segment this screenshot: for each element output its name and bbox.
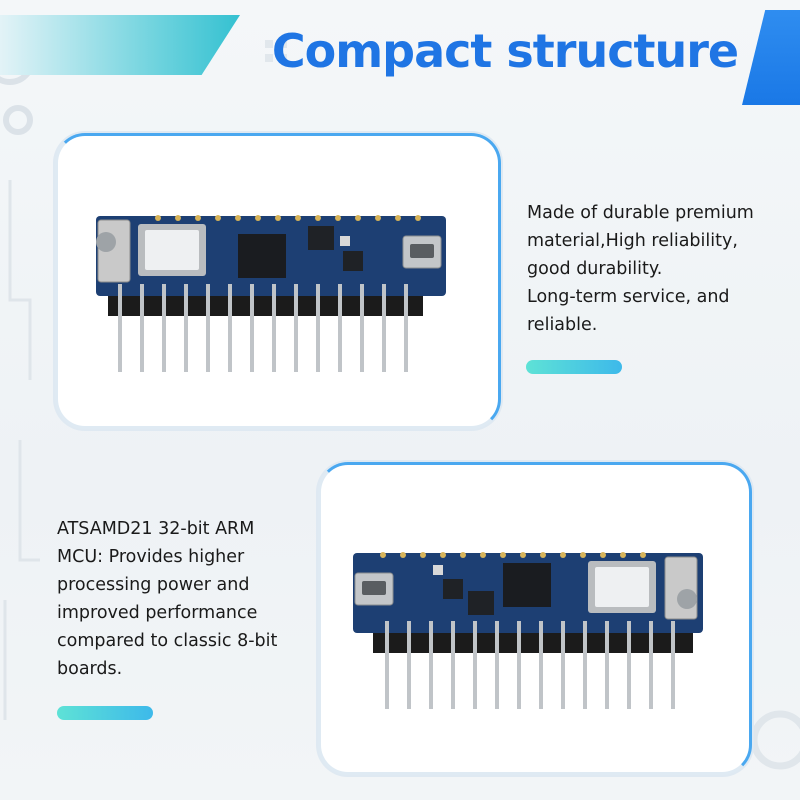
title-accent-bar [742,10,800,105]
circuit-pattern-icon [3,180,40,720]
microcontroller-board-icon [353,552,703,709]
accent-pill [526,360,622,374]
product-image-card [318,462,752,775]
feature-description: ATSAMD21 32-bit ARM MCU: Provides higher… [57,519,278,679]
circuit-pattern-icon [265,40,287,62]
product-image-card [55,133,501,429]
accent-pill [57,706,153,720]
gear-icon [750,710,800,770]
page-title: Compact structure [271,24,739,78]
title-accent-bar [0,15,240,75]
feature-description: Made of durable premium material,High re… [527,203,754,335]
microcontroller-board-icon [96,215,446,372]
